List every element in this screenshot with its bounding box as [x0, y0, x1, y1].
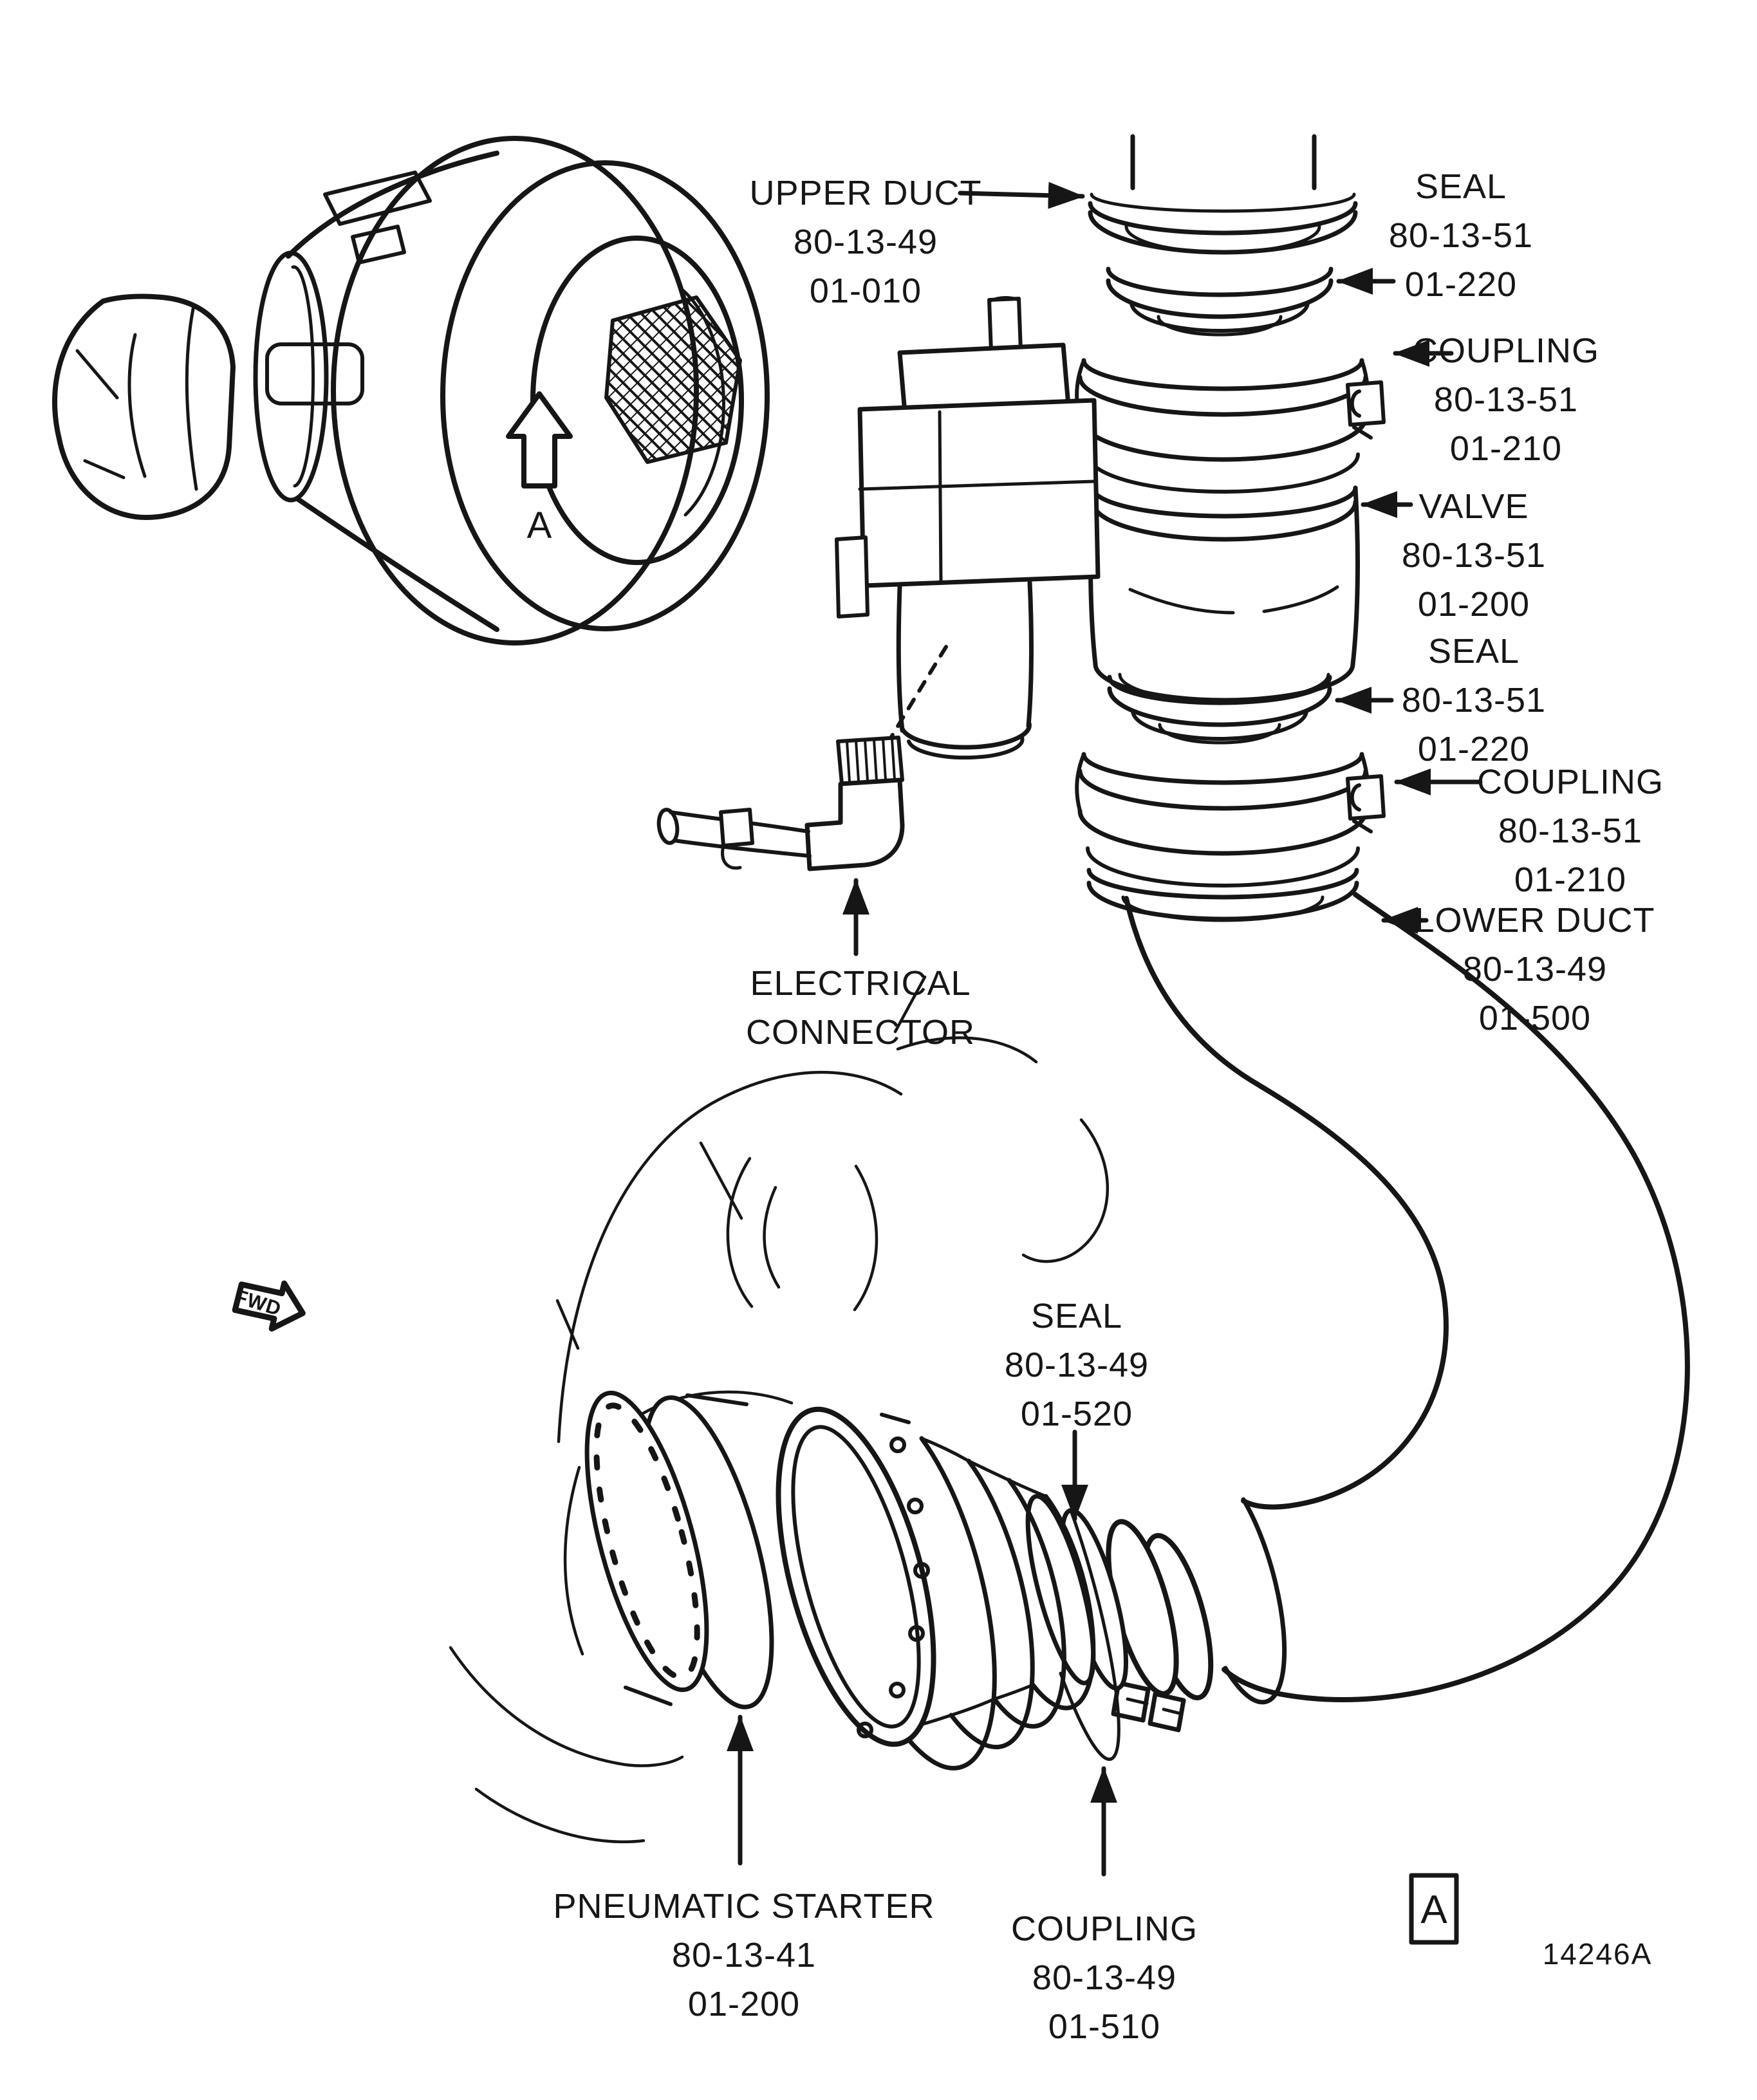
callout-line: 80-13-51: [1388, 216, 1534, 255]
callout-line: COUPLING: [1010, 1910, 1198, 1948]
callout-line: 01-520: [1020, 1395, 1133, 1433]
coupling-middle-drawing: [1075, 752, 1386, 887]
callout-coupling-bottom: COUPLING 80-13-49 01-510: [1011, 1904, 1198, 2051]
upper-duct-arrow: [958, 181, 1085, 209]
callout-line: 80-13-51: [1498, 812, 1643, 850]
callout-line: SEAL: [1427, 632, 1520, 671]
callout-line: 01-500: [1478, 999, 1592, 1037]
seal-middle-drawing: [1107, 674, 1332, 745]
valve-drawing: [1088, 485, 1360, 703]
callout-seal-top: SEAL 80-13-51 01-220: [1389, 162, 1533, 309]
detail-a-arrow: [506, 391, 573, 488]
callout-line: 80-13-51: [1401, 681, 1547, 720]
figure-number: 14246A: [1543, 1937, 1653, 1971]
electrical-connector-drawing: [656, 645, 948, 871]
callout-line: CONNECTOR: [745, 1013, 976, 1052]
callout-line: LOWER DUCT: [1415, 901, 1655, 940]
callout-line: 80-13-49: [1462, 950, 1608, 989]
coupling-bottom-drawing: [1106, 1519, 1214, 1733]
callout-pneumatic-starter: PNEUMATIC STARTER 80-13-41 01-200: [553, 1882, 934, 2029]
callout-line: 80-13-51: [1401, 536, 1547, 575]
callout-seal-middle: SEAL 80-13-51 01-220: [1402, 627, 1546, 774]
callout-upper-duct: UPPER DUCT 80-13-49 01-010: [749, 169, 981, 315]
callout-line: 01-200: [1417, 585, 1530, 624]
callout-line: 01-510: [1048, 2007, 1161, 2046]
lower-duct-drawing: [1086, 868, 1690, 1705]
callout-line: SEAL: [1415, 167, 1507, 206]
upper-duct-drawing: [1088, 134, 1358, 255]
callout-line: 80-13-49: [1004, 1346, 1149, 1384]
engine-side-view: [52, 136, 770, 646]
detail-a-label: A: [527, 505, 552, 546]
callout-valve: VALVE 80-13-51 01-200: [1402, 482, 1546, 629]
callout-coupling-top: COUPLING 80-13-51 01-210: [1413, 326, 1599, 473]
callout-line: 01-010: [809, 272, 922, 310]
callout-line: PNEUMATIC STARTER: [553, 1887, 935, 1926]
callout-line: SEAL: [1030, 1297, 1123, 1335]
callout-line: 01-210: [1449, 429, 1563, 468]
callout-line: 01-210: [1514, 860, 1627, 899]
callout-line: 80-13-49: [1032, 1958, 1177, 1997]
inset-a-box: A: [1409, 1873, 1459, 1945]
callout-line: 01-220: [1417, 730, 1530, 768]
callout-arrows: [727, 181, 1483, 1877]
pneumatic-starter-drawing: [584, 1390, 936, 1747]
callout-line: 80-13-51: [1433, 380, 1579, 419]
callout-lower-duct: LOWER DUCT 80-13-49 01-500: [1415, 896, 1655, 1043]
callout-line: COUPLING: [1476, 763, 1664, 801]
starter-bellows: [898, 1436, 1096, 1770]
callout-coupling-middle: COUPLING 80-13-51 01-210: [1477, 757, 1664, 904]
callout-line: 01-200: [687, 1985, 801, 2023]
callout-line: 01-220: [1404, 265, 1518, 304]
callout-line: 80-13-41: [671, 1936, 817, 1975]
callout-line: COUPLING: [1412, 331, 1600, 370]
inset-a-label: A: [1420, 1888, 1447, 1932]
seal-top-drawing: [1106, 266, 1334, 337]
callout-line: VALVE: [1418, 487, 1529, 526]
callout-line: UPPER DUCT: [749, 174, 982, 212]
callout-line: 80-13-49: [793, 223, 938, 261]
coupling-top-drawing: [1075, 358, 1386, 494]
engine-case-outline: [449, 975, 1110, 1844]
callout-electrical-connector: ELECTRICAL CONNECTOR: [746, 959, 975, 1057]
callout-line: ELECTRICAL: [750, 964, 971, 1003]
duct-location-hatched-area: [604, 295, 742, 464]
fwd-arrow: FWD: [232, 1280, 306, 1332]
callout-seal-bottom: SEAL 80-13-49 01-520: [1005, 1292, 1149, 1438]
valve-actuator-drawing: [835, 296, 1101, 760]
